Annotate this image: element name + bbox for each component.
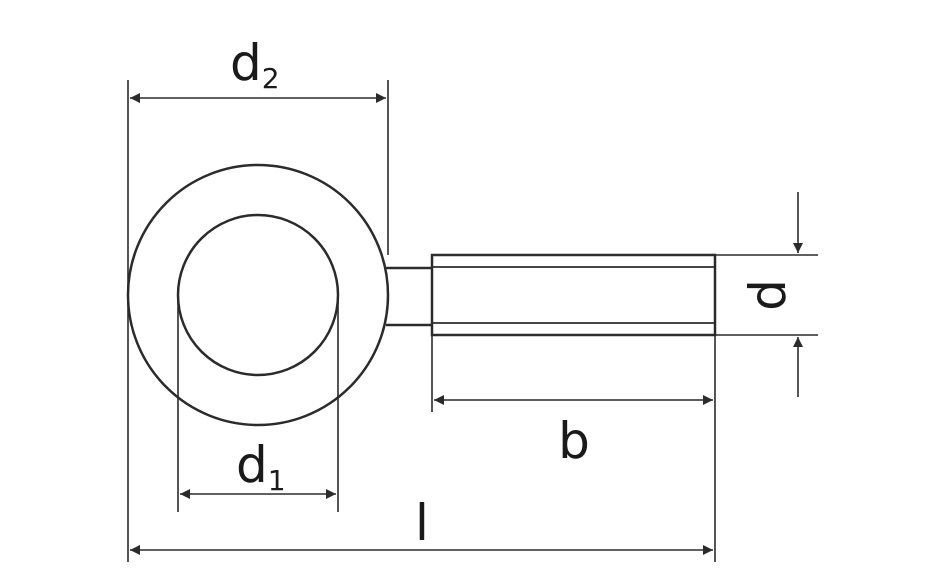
dimension-labels: d2 d1 b l d bbox=[230, 34, 797, 552]
dimension-lines bbox=[130, 93, 803, 555]
label-d: d bbox=[739, 279, 797, 311]
label-b: b bbox=[558, 412, 590, 470]
eye-outer-circle bbox=[126, 163, 390, 427]
label-d2: d2 bbox=[230, 34, 280, 95]
label-d1: d1 bbox=[236, 436, 286, 497]
extension-lines bbox=[127, 80, 818, 562]
eye-inner-circle bbox=[176, 213, 340, 377]
label-l: l bbox=[415, 494, 429, 552]
eye-bolt-outline bbox=[126, 163, 717, 427]
